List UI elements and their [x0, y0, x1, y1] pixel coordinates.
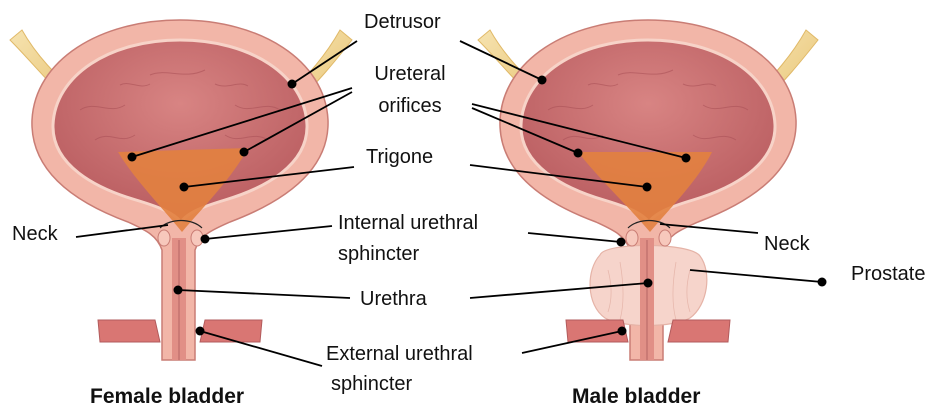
label-ureteral-orifices-line2: orifices	[350, 94, 470, 118]
male-pelvic-floor-right	[668, 320, 730, 342]
label-neck-male: Neck	[764, 232, 810, 256]
label-internal-urethral-sphincter-line1: Internal urethral	[338, 211, 478, 235]
label-prostate: Prostate	[851, 262, 925, 286]
female-pelvic-floor-left	[98, 320, 160, 342]
caption-female-bladder: Female bladder	[90, 385, 244, 409]
label-neck-female: Neck	[12, 222, 58, 246]
label-detrusor: Detrusor	[364, 10, 441, 34]
label-ureteral-orifices-line1: Ureteral	[350, 62, 470, 86]
female-pelvic-floor-right	[200, 320, 262, 342]
label-external-urethral-sphincter-line2: sphincter	[331, 372, 412, 396]
caption-male-bladder: Male bladder	[572, 385, 700, 409]
label-trigone: Trigone	[366, 145, 433, 169]
label-external-urethral-sphincter-line1: External urethral	[326, 342, 473, 366]
label-urethra: Urethra	[360, 287, 427, 311]
label-internal-urethral-sphincter-line2: sphincter	[338, 242, 419, 266]
